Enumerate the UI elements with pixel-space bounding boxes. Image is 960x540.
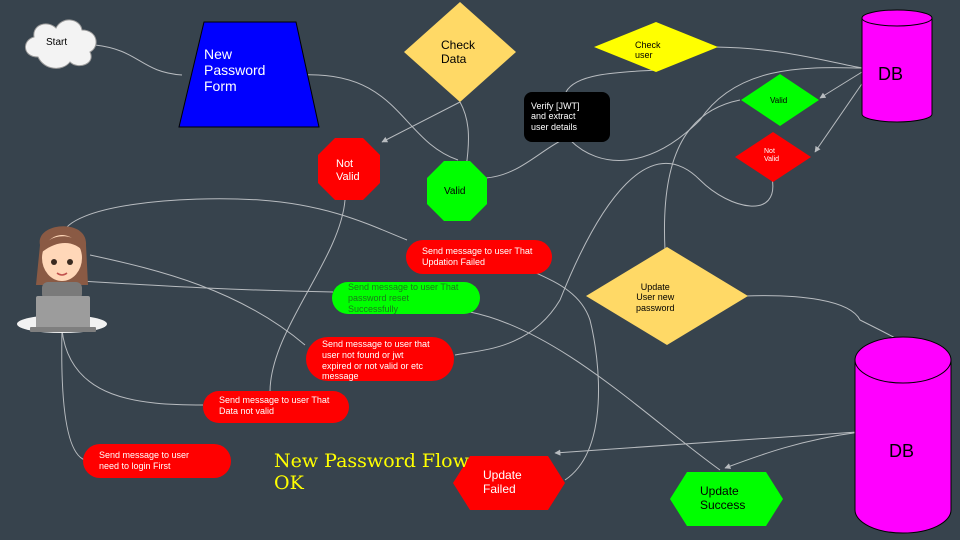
diagram-title: New Password Flow OK [274,450,469,494]
start-label: Start [46,37,68,48]
not-valid-octagon-1 [318,138,380,200]
db-bottom-label: DB [889,441,915,461]
connector-notvalid-usernotfound [454,162,774,356]
update-failed-hexagon [453,456,565,510]
connector-db-notvalid [814,74,869,153]
valid-diamond-2 [741,74,819,126]
update-success-hexagon [670,472,783,526]
connector-success-msg [469,311,721,471]
new-password-form-shape [178,21,320,128]
check-data-label: Check Data [441,38,476,66]
connector-checkuser-db [714,46,863,69]
connector-user-datanotvalid [61,329,204,406]
connector-user-updation [61,198,408,241]
update-password-diamond [586,247,748,345]
connector-updatefailed-msg [529,269,600,481]
connector-form-valid [299,74,459,161]
connectors [61,44,896,481]
connector-user-loginfirst [61,329,86,461]
message-login-first: Send message to user need to login First [83,444,231,478]
valid-octagon-1 [427,161,487,221]
connector-verify-db [569,67,866,161]
connector-db-valid [819,71,863,99]
message-updation-failed: Send message to user That Updation Faile… [406,240,552,274]
not-valid-diamond-2 [735,132,811,182]
start-cloud [25,19,97,69]
connector-notvalid-datanotvalid [269,199,346,393]
user-at-laptop-icon [17,226,107,333]
update-failed-label: Update Failed [483,468,522,496]
connector-check-notvalid [381,101,461,143]
new-password-form-label: New Password Form [204,46,266,95]
connector-check-valid [459,101,470,169]
connector-db-updatesuccess [724,431,861,469]
valid-label-2: Valid [770,96,788,105]
verify-jwt-label: Verify [JWT] and extract user details [531,101,580,132]
db-cylinder-bottom [854,336,952,534]
message-user-not-found: Send message to user that user not found… [306,337,454,381]
update-password-label: Update User new password [636,282,675,313]
message-data-not-valid: Send message to user That Data not valid [203,391,349,423]
verify-jwt-box [524,92,610,142]
message-reset-success: Send message to user That password reset… [332,282,480,314]
check-data-diamond [404,2,516,102]
db-top-label: DB [878,64,904,84]
connector-valid-verify [485,137,567,179]
valid-label-1: Valid [444,186,466,197]
db-cylinder-top [861,9,933,123]
connector-user-reset [61,279,334,293]
check-user-diamond [594,22,718,72]
connector-verify-checkuser [565,69,661,93]
connector-user-notfound [89,254,306,346]
check-user-label: Check user [635,40,661,61]
not-valid-label-1: Not Valid [336,158,360,183]
update-success-label: Update Success [700,484,746,512]
connector-update-db [744,295,896,339]
connector-start-form [94,44,183,76]
not-valid-label-2: Not Valid [764,148,780,164]
connector-valid-update [663,99,741,251]
connector-db-updatefailed [554,431,858,456]
